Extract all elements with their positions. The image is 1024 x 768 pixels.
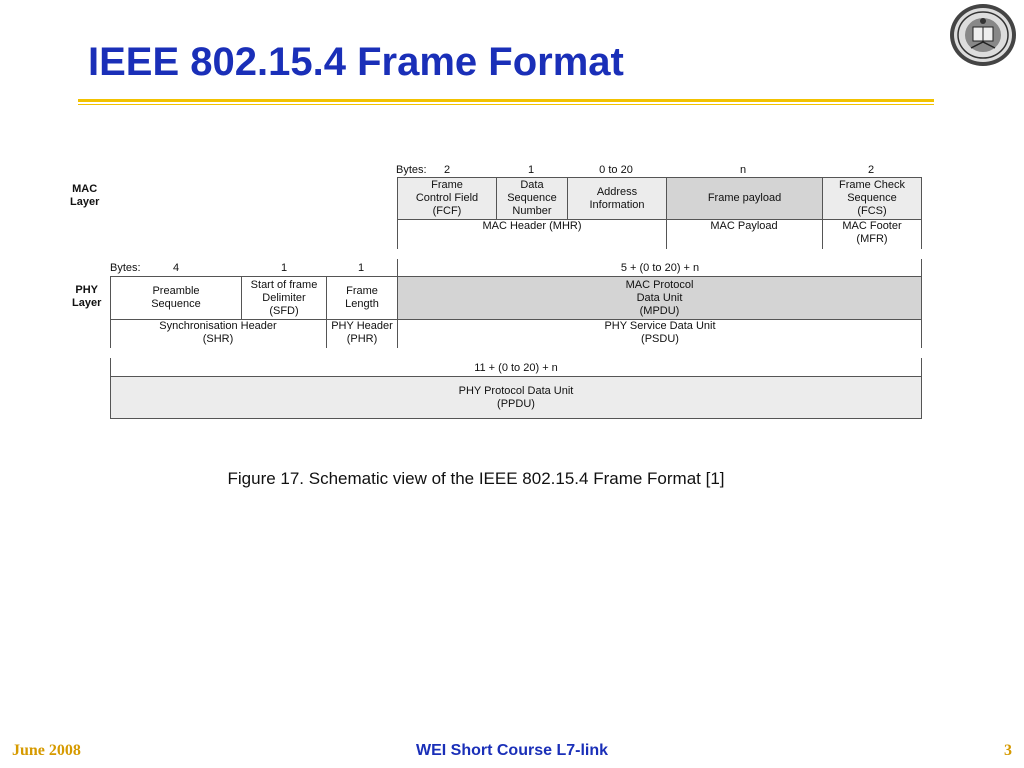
footer-date: June 2008 <box>12 742 81 759</box>
phy-ppdu: PHY Protocol Data Unit (PPDU) <box>110 376 922 419</box>
phy-psdu-label: PHY Service Data Unit (PSDU) <box>604 320 716 345</box>
university-seal-icon <box>950 4 1016 66</box>
phy-layer-label: PHY Layer <box>72 284 102 309</box>
mac-group-divider <box>666 219 667 249</box>
footer-course: WEI Short Course L7-link <box>415 742 609 759</box>
phy-group-divider <box>110 319 111 348</box>
mac-header-label: MAC Header (MHR) <box>482 220 582 232</box>
phy-group-divider <box>326 319 327 348</box>
phy-phr-label: PHY Header (PHR) <box>331 320 393 345</box>
phy-byte-count-preamble: 4 <box>172 262 180 274</box>
phy-total-bytes: 11 + (0 to 20) + n <box>474 362 558 374</box>
title-underline <box>78 99 934 102</box>
mac-payload-label: MAC Payload <box>710 220 778 232</box>
mac-footer-label: MAC Footer (MFR) <box>842 220 902 245</box>
mac-group-divider <box>921 219 922 249</box>
phy-byte-count-length: 1 <box>357 262 365 274</box>
mac-field-address-information: Address Information <box>567 177 667 220</box>
mac-field-fcs: Frame Check Sequence (FCS) <box>822 177 922 220</box>
footer-page-number: 3 <box>1004 742 1012 759</box>
phy-shr-label: Synchronisation Header (SHR) <box>159 320 277 345</box>
mac-bytes-label: Bytes: <box>396 164 427 176</box>
mac-byte-count-fcs: 2 <box>867 164 875 176</box>
phy-field-mpdu: MAC Protocol Data Unit (MPDU) <box>397 276 922 320</box>
slide-title: IEEE 802.15.4 Frame Format <box>88 40 624 84</box>
phy-bytes-divider <box>397 259 398 277</box>
phy-field-preamble: Preamble Sequence <box>110 276 242 320</box>
phy-byte-count-sfd: 1 <box>280 262 288 274</box>
phy-field-frame-length: Frame Length <box>326 276 398 320</box>
phy-bytes-divider <box>921 259 922 277</box>
mac-byte-count-addr: 0 to 20 <box>599 164 633 176</box>
mac-byte-count-payload: n <box>739 164 747 176</box>
ppdu-bytes-divider <box>110 358 111 376</box>
ppdu-bytes-divider <box>921 358 922 376</box>
mac-field-sequence-number: Data Sequence Number <box>496 177 568 220</box>
figure-caption: Figure 17. Schematic view of the IEEE 80… <box>227 469 725 488</box>
title-underline-thin <box>78 104 934 105</box>
phy-bytes-label: Bytes: <box>110 262 141 274</box>
mac-field-frame-payload: Frame payload <box>666 177 823 220</box>
mac-layer-label: MAC Layer <box>70 183 100 208</box>
phy-byte-count-mpdu: 5 + (0 to 20) + n <box>620 262 700 274</box>
mac-group-divider <box>822 219 823 249</box>
mac-byte-count-fcf: 2 <box>443 164 451 176</box>
phy-field-sfd: Start of frame Delimiter (SFD) <box>241 276 327 320</box>
phy-group-divider <box>397 319 398 348</box>
phy-group-divider <box>921 319 922 348</box>
mac-byte-count-seq: 1 <box>527 164 535 176</box>
mac-field-fcf: Frame Control Field (FCF) <box>397 177 497 220</box>
mac-group-divider <box>397 219 398 249</box>
